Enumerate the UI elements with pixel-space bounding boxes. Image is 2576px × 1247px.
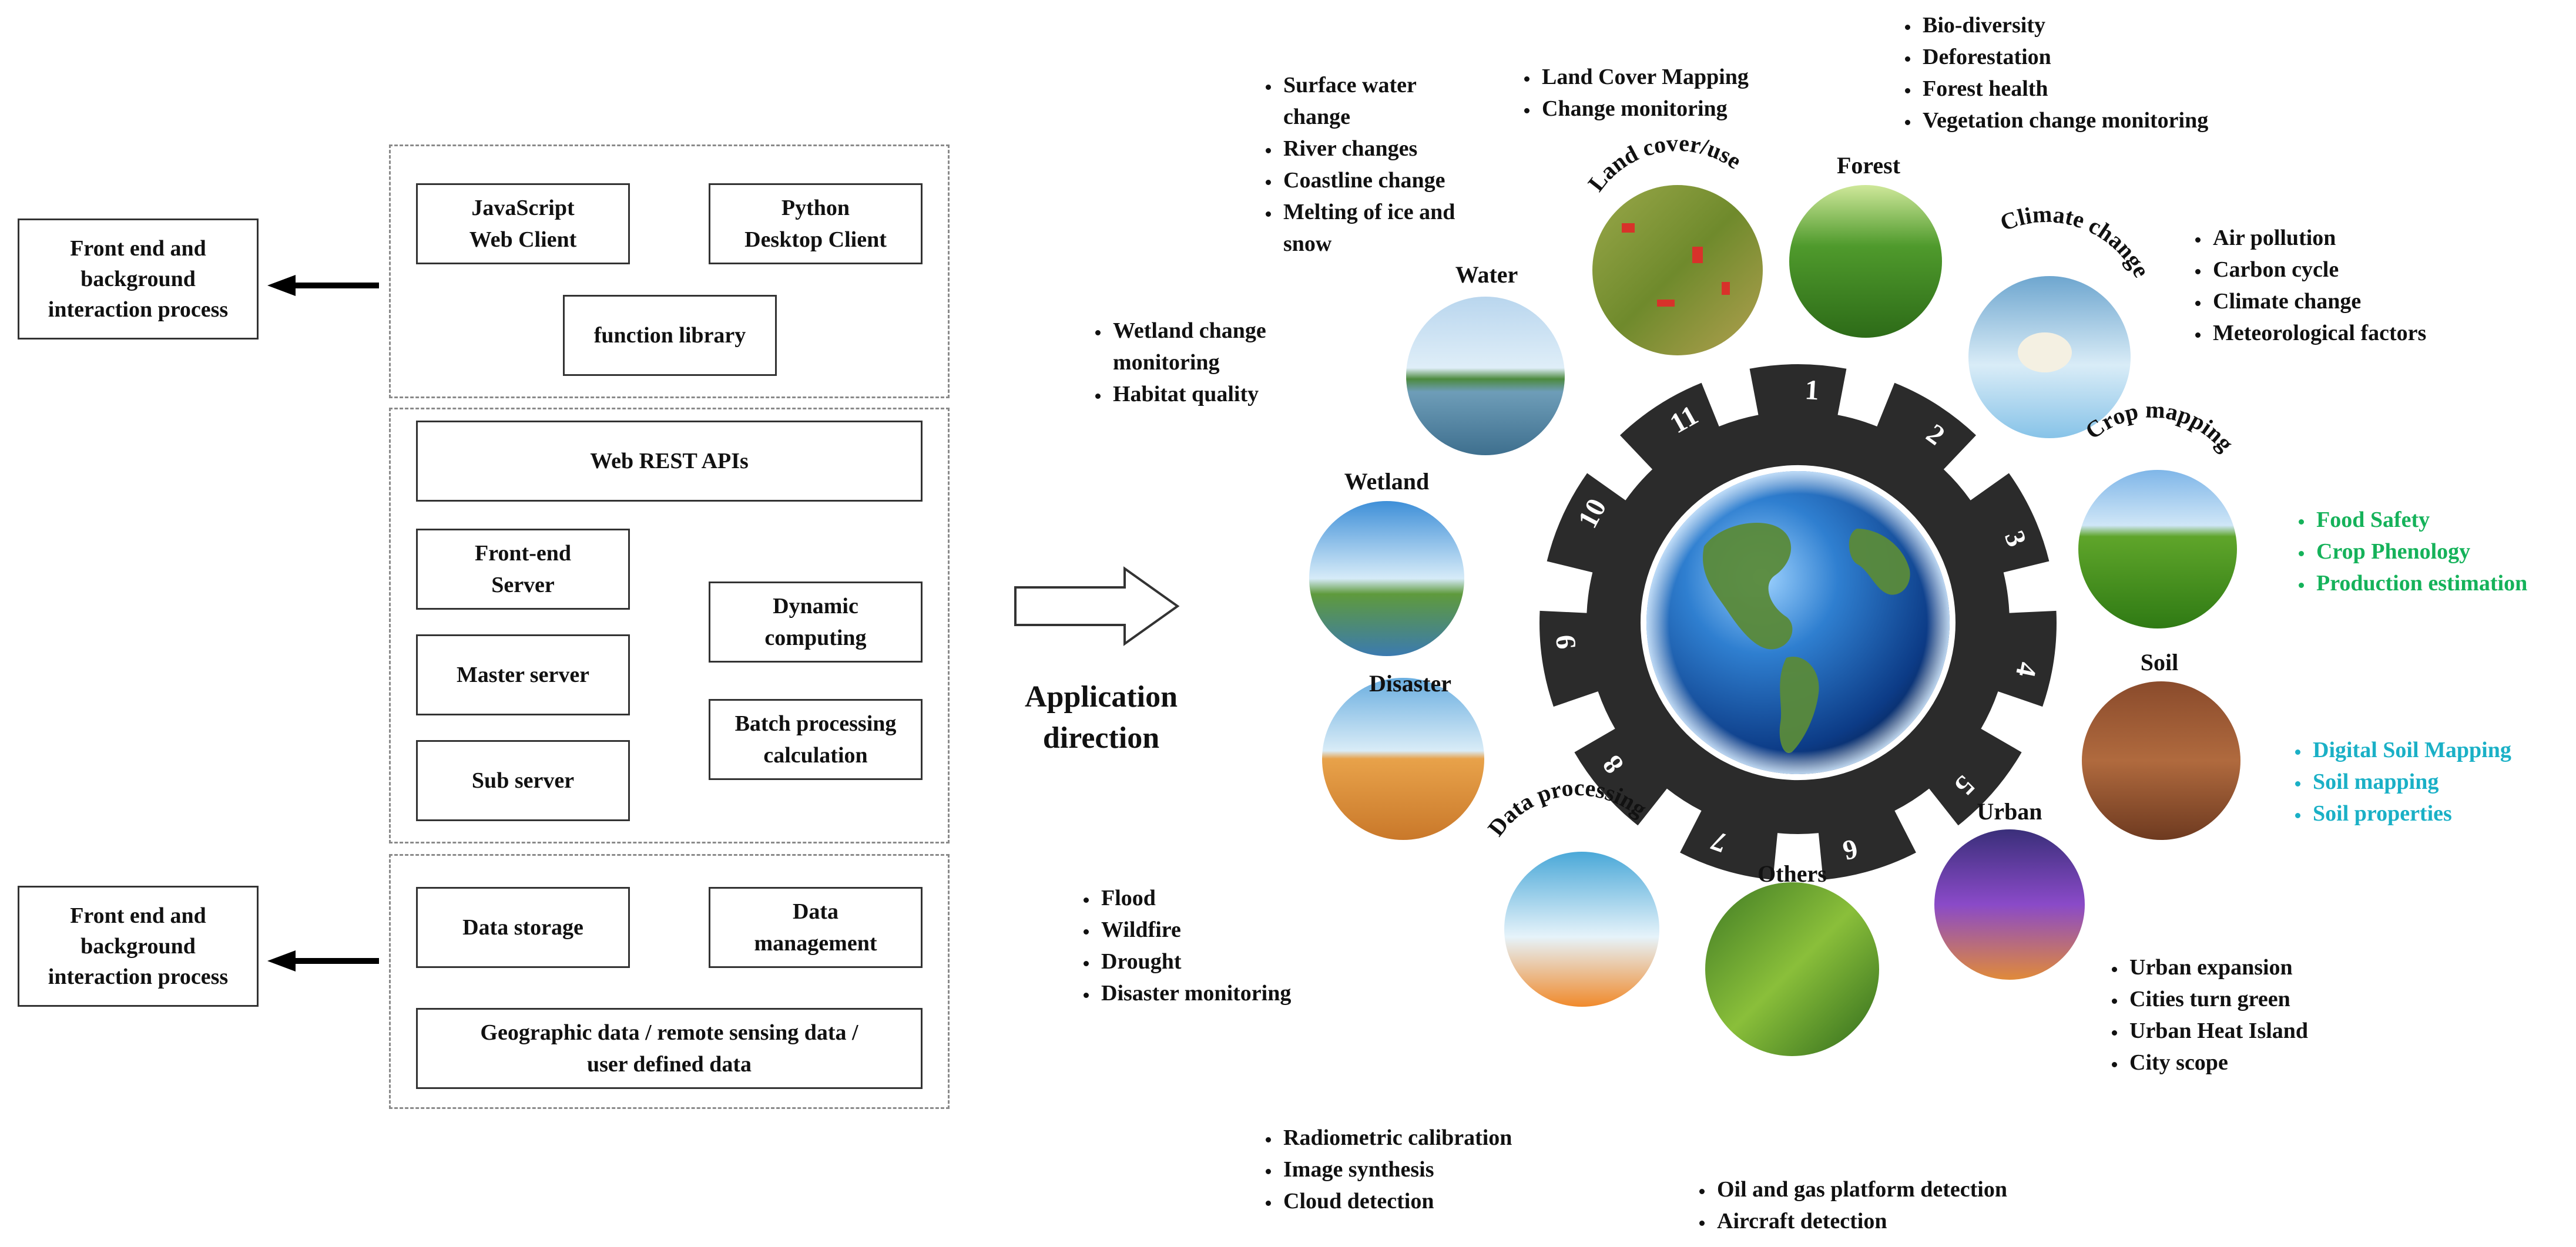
list-item: Vegetation change monitoring	[1919, 105, 2330, 136]
data-layer	[389, 854, 950, 1109]
disaster-image	[1322, 678, 1484, 840]
list-item: Cloud detection	[1280, 1185, 1609, 1217]
gear-number-1: 1	[1804, 374, 1820, 406]
label-water: Water	[1455, 261, 1518, 288]
arrow-left-bottom	[267, 950, 379, 972]
list-item: Oil and gas platform detection	[1713, 1174, 2113, 1205]
list-item: Land Cover Mapping	[1538, 61, 1844, 93]
list-item: Digital Soil Mapping	[2309, 734, 2576, 766]
list-item: Drought	[1098, 946, 1368, 977]
front-end-server-box: Front-end Server	[416, 529, 630, 610]
land-cover-image	[1592, 185, 1763, 355]
server-layer	[389, 408, 950, 843]
list-item: Wetland change monitoring	[1109, 315, 1380, 378]
others-image	[1705, 882, 1879, 1056]
side-label-top: Front end and background interaction pro…	[18, 219, 259, 340]
data-storage-box: Data storage	[416, 887, 630, 968]
gear-teeth	[1539, 364, 2057, 880]
list-wetland: Wetland change monitoring Habitat qualit…	[1075, 315, 1380, 410]
list-item: Food Safety	[2313, 504, 2576, 536]
list-item: Climate change	[2209, 285, 2538, 317]
list-item: Surface water change	[1280, 69, 1550, 133]
list-data-processing: Radiometric calibration Image synthesis …	[1246, 1122, 1609, 1217]
list-item: Soil properties	[2309, 798, 2576, 829]
arrow-left-top	[267, 275, 379, 296]
label-urban: Urban	[1977, 798, 2042, 825]
list-urban: Urban expansion Cities turn green Urban …	[2092, 952, 2431, 1078]
list-item: Production estimation	[2313, 567, 2576, 599]
list-item: Meteorological factors	[2209, 317, 2538, 349]
list-item: Radiometric calibration	[1280, 1122, 1609, 1154]
python-desktop-client-box: Python Desktop Client	[709, 183, 923, 264]
label-disaster: Disaster	[1369, 670, 1451, 697]
data-processing-image	[1504, 852, 1659, 1007]
js-web-client-box: JavaScript Web Client	[416, 183, 630, 264]
list-item: Bio-diversity	[1919, 9, 2330, 41]
list-others: Oil and gas platform detection Aircraft …	[1679, 1174, 2113, 1237]
list-land-cover: Land Cover Mapping Change monitoring	[1504, 61, 1844, 125]
list-item: Flood	[1098, 882, 1368, 914]
list-item: River changes	[1280, 133, 1550, 164]
client-layer	[389, 144, 950, 398]
list-item: Coastline change	[1280, 164, 1550, 196]
label-data-processing: Data processing	[1482, 774, 1652, 841]
list-disaster: Flood Wildfire Drought Disaster monitori…	[1064, 882, 1368, 1009]
list-item: Crop Phenology	[2313, 536, 2576, 567]
list-climate: Air pollution Carbon cycle Climate chang…	[2175, 222, 2538, 349]
list-crop: Food Safety Crop Phenology Production es…	[2279, 504, 2576, 599]
side-label-bottom: Front end and background interaction pro…	[18, 886, 259, 1007]
soil-image	[2082, 681, 2240, 840]
hollow-arrow-right	[1014, 566, 1180, 646]
list-item: Cities turn green	[2126, 983, 2431, 1015]
label-wetland: Wetland	[1344, 468, 1430, 495]
crop-mapping-image	[2078, 470, 2237, 628]
label-forest: Forest	[1836, 152, 1901, 179]
data-management-box: Data management	[709, 887, 923, 968]
gear-body	[1539, 364, 2057, 880]
function-library-box: function library	[563, 295, 777, 376]
application-direction-label: Application direction	[1024, 680, 1178, 755]
land-cover-patches	[1622, 223, 1730, 307]
forest-image	[1789, 185, 1942, 338]
label-climate-change: Climate change	[1997, 201, 2155, 282]
list-item: Change monitoring	[1538, 93, 1844, 125]
label-soil: Soil	[2140, 649, 2179, 675]
list-item: Disaster monitoring	[1098, 977, 1368, 1009]
polar-bear-shape	[2018, 332, 2072, 372]
gear-number-9: 9	[1549, 634, 1582, 650]
list-item: Wildfire	[1098, 914, 1368, 946]
dynamic-computing-box: Dynamic computing	[709, 582, 923, 663]
list-item: Urban expansion	[2126, 952, 2431, 983]
list-item: Carbon cycle	[2209, 254, 2538, 285]
urban-image	[1934, 829, 2085, 980]
water-image	[1406, 297, 1565, 455]
sub-server-box: Sub server	[416, 740, 630, 821]
web-rest-apis-box: Web REST APIs	[416, 421, 923, 502]
list-water: Surface water change River changes Coast…	[1246, 69, 1550, 260]
list-item: Forest health	[1919, 73, 2330, 105]
list-item: Soil mapping	[2309, 766, 2576, 798]
wetland-image	[1309, 501, 1464, 656]
list-soil: Digital Soil Mapping Soil mapping Soil p…	[2275, 734, 2576, 829]
list-item: Image synthesis	[1280, 1154, 1609, 1185]
list-item: Urban Heat Island	[2126, 1015, 2431, 1047]
list-item: Deforestation	[1919, 41, 2330, 73]
list-item: Habitat quality	[1109, 378, 1380, 410]
list-item: Air pollution	[2209, 222, 2538, 254]
data-types-box: Geographic data / remote sensing data / …	[416, 1008, 923, 1089]
list-forest: Bio-diversity Deforestation Forest healt…	[1885, 9, 2330, 136]
list-item: Aircraft detection	[1713, 1205, 2113, 1237]
list-item: City scope	[2126, 1047, 2431, 1078]
master-server-box: Master server	[416, 634, 630, 715]
label-others: Others	[1757, 861, 1827, 887]
batch-processing-box: Batch processing calculation	[709, 699, 923, 780]
list-item: Melting of ice and snow	[1280, 196, 1550, 260]
